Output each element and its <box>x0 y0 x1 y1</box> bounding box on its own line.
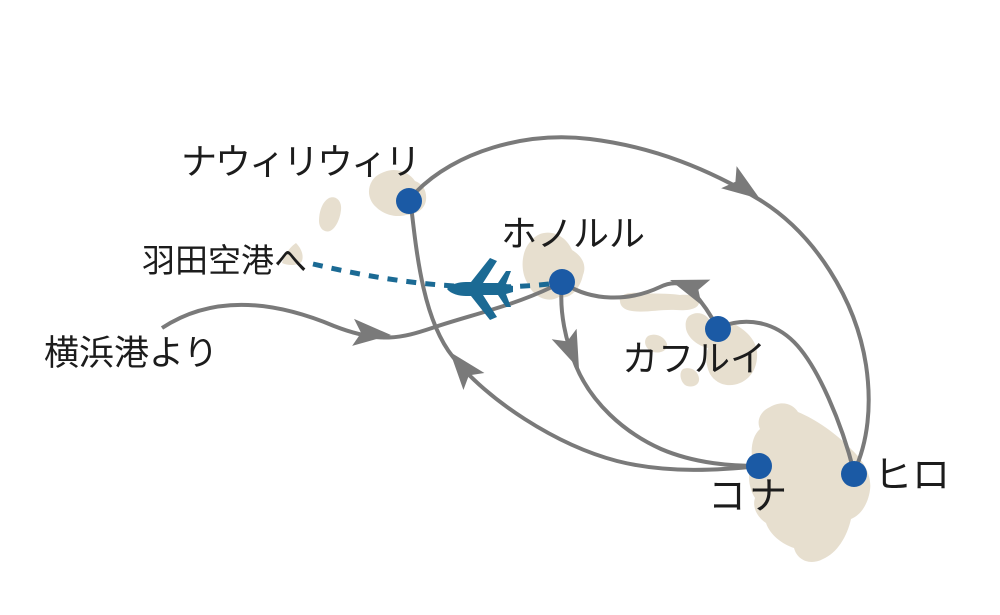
port-label-kona: コナ <box>708 476 791 518</box>
port-marker-honolulu <box>549 269 575 295</box>
port-markers-group <box>396 188 867 487</box>
route-honolulu-to-kona <box>559 283 760 468</box>
route-nawiliwili-to-hilo <box>414 135 871 473</box>
arrow-toward-honolulu-from-yokohama <box>352 318 391 346</box>
island-maui <box>685 313 758 386</box>
island-lanai <box>645 334 668 353</box>
arrow-toward-kona <box>551 328 579 369</box>
arrow-toward-hilo <box>721 166 760 199</box>
port-marker-hilo <box>841 461 867 487</box>
airplane-icon <box>447 258 513 320</box>
island-niihau <box>319 197 342 232</box>
flight-route-honolulu-to-haneda <box>312 261 550 290</box>
island-kahoolawe <box>680 368 700 387</box>
route-hilo-to-kahului <box>719 319 856 473</box>
port-label-nawiliwili: ナウィリウィリ <box>181 142 421 182</box>
port-marker-kahului <box>705 316 731 342</box>
annotation-from-yokohama: 横浜港より <box>44 334 219 373</box>
annotation-to-haneda: 羽田空港へ <box>142 244 307 280</box>
route-kona-to-nawiliwili <box>409 204 760 472</box>
port-label-honolulu: ホノルル <box>501 214 646 254</box>
arrow-toward-honolulu-from-kahului <box>670 279 711 306</box>
island-hawaii <box>749 403 871 562</box>
port-marker-nawiliwili <box>396 188 422 214</box>
island-lehua <box>282 243 303 266</box>
island-molokai <box>619 292 700 312</box>
route-kahului-to-honolulu <box>563 281 720 330</box>
arrow-toward-nawiliwili <box>450 352 485 391</box>
port-label-hilo: ヒロ <box>874 455 951 497</box>
port-label-kahului: カフルイ <box>622 339 767 379</box>
route-arrows-group <box>352 166 760 391</box>
port-marker-kona <box>746 453 772 479</box>
